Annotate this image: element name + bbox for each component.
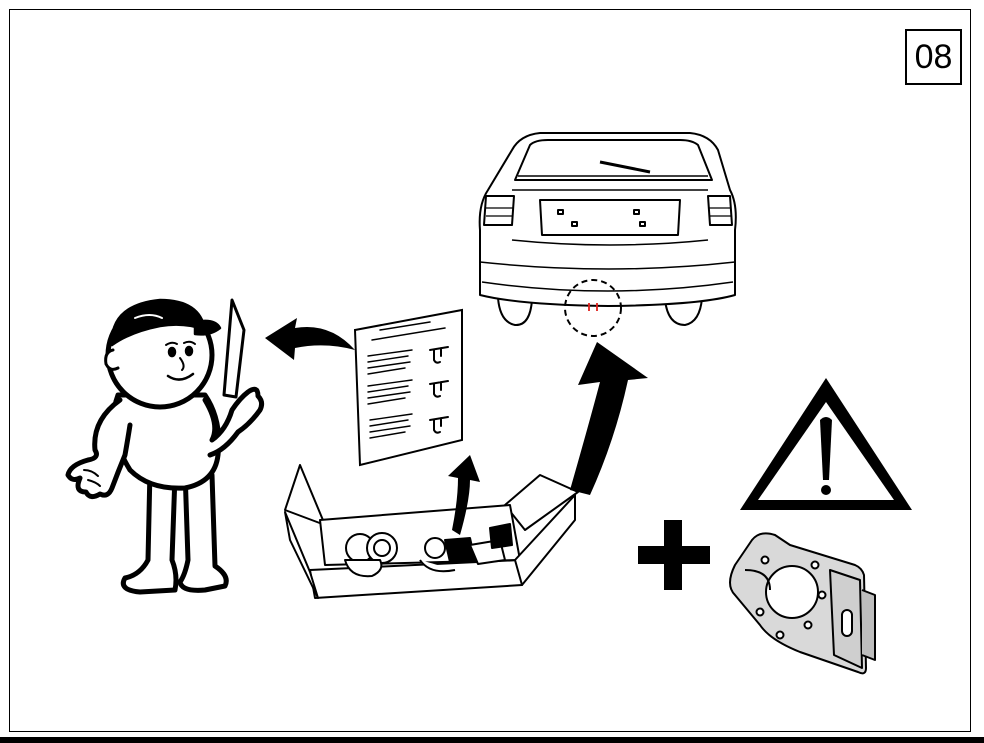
instruction-sheet-icon <box>355 310 462 465</box>
socket-bracket-icon <box>730 533 875 673</box>
warning-triangle-icon <box>740 378 912 510</box>
car-rear-icon <box>480 133 736 336</box>
mechanic-figure-icon <box>68 300 262 592</box>
arrow-to-mechanic-icon <box>265 318 355 360</box>
arrow-to-car-icon <box>570 342 648 495</box>
parts-box-icon <box>285 465 578 598</box>
plus-icon <box>638 520 710 590</box>
